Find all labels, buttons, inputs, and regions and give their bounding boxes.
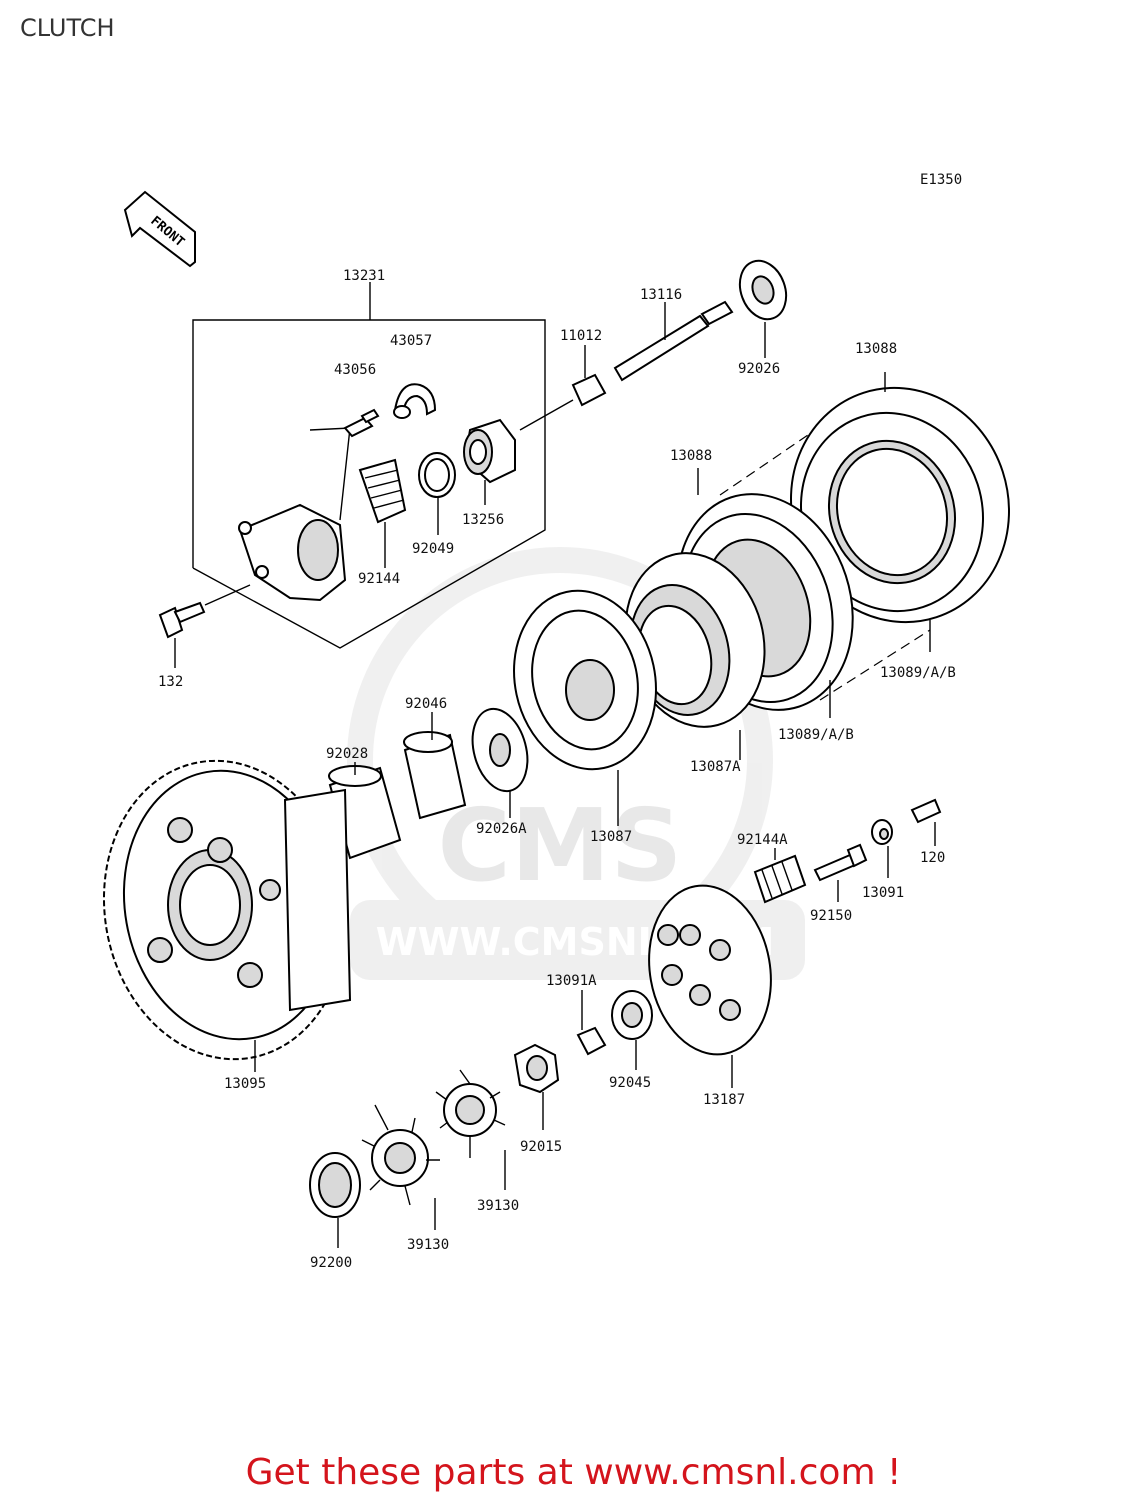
part-label: 13087A [690, 759, 741, 775]
bearing-part-92045 [611, 990, 653, 1070]
part-label: 92200 [310, 1255, 352, 1271]
part-label: 39130 [477, 1198, 519, 1214]
part-label: 92028 [326, 746, 368, 762]
part-label: 13256 [462, 512, 504, 528]
friction-plate-stack-rear [790, 372, 1010, 652]
sleeve-part-92028 [328, 762, 402, 860]
assembly-bracket-13231 [192, 282, 546, 649]
part-label: 13095 [224, 1076, 266, 1092]
bolt-part-120 [910, 798, 942, 846]
release-cylinder-part [204, 427, 351, 606]
parts-link-banner[interactable]: Get these parts at www.cmsnl.com ! [245, 1452, 902, 1493]
bleed-cap-part [393, 383, 437, 419]
part-label: 13089/A/B [880, 665, 956, 681]
part-label: 92144 [358, 571, 400, 587]
part-label: 13187 [703, 1092, 745, 1108]
bushing-part-92046 [403, 712, 467, 820]
part-label: 92049 [412, 541, 454, 557]
clutch-housing-gear-part [102, 759, 352, 1072]
part-number-labels: 13231 43057 43056 11012 13116 92026 1308… [158, 268, 956, 1271]
part-label: 13087 [590, 829, 632, 845]
nut-part-92015 [513, 1043, 560, 1130]
push-rod-part [613, 300, 734, 382]
bleed-valve-part [343, 408, 380, 438]
part-label: 132 [158, 674, 183, 690]
watermark-logo: CMS [438, 787, 683, 904]
part-label: 92150 [810, 908, 852, 924]
bolt-part-132 [158, 601, 206, 668]
lifter-part-13091a [576, 990, 607, 1056]
spring-holder-part-13091 [871, 819, 893, 878]
piston-spring-part [358, 458, 407, 568]
part-label: 92046 [405, 696, 447, 712]
part-label: 13088 [670, 448, 712, 464]
part-label: 13091 [862, 885, 904, 901]
washer-part-92026 [738, 259, 788, 358]
part-label: 13231 [343, 268, 385, 284]
bolt-part-92150 [813, 843, 868, 902]
part-label: 92026A [476, 821, 527, 837]
washer-part-92026a [471, 707, 529, 818]
part-label: 13116 [640, 287, 682, 303]
part-label: 13089/A/B [778, 727, 854, 743]
part-label: 92015 [520, 1139, 562, 1155]
part-label: 92026 [738, 361, 780, 377]
pressure-plate-part-13087 [513, 589, 657, 826]
lock-washer-part-39130-lower [361, 1104, 440, 1230]
piston-part-13256 [463, 418, 516, 505]
part-label: 43056 [334, 362, 376, 378]
part-label: 39130 [407, 1237, 449, 1253]
part-label: 11012 [560, 328, 602, 344]
lock-washer-part-39130-upper [435, 1069, 506, 1190]
clutch-hub-part [624, 552, 766, 760]
seal-part-92049 [418, 452, 456, 535]
page-title: CLUTCH [20, 14, 115, 42]
part-label: 43057 [390, 333, 432, 349]
part-label: 92144A [737, 832, 788, 848]
part-label: 92045 [609, 1075, 651, 1091]
diagram-code: E1350 [920, 172, 962, 188]
clutch-spring-part [753, 848, 807, 904]
spring-plate-part-13187 [648, 884, 772, 1088]
seal-part-11012 [519, 345, 607, 431]
part-label: 13091A [546, 973, 597, 989]
collar-part-92200 [309, 1152, 361, 1248]
front-arrow-icon: FRONT [123, 190, 196, 268]
part-label: 13088 [855, 341, 897, 357]
part-label: 120 [920, 850, 945, 866]
